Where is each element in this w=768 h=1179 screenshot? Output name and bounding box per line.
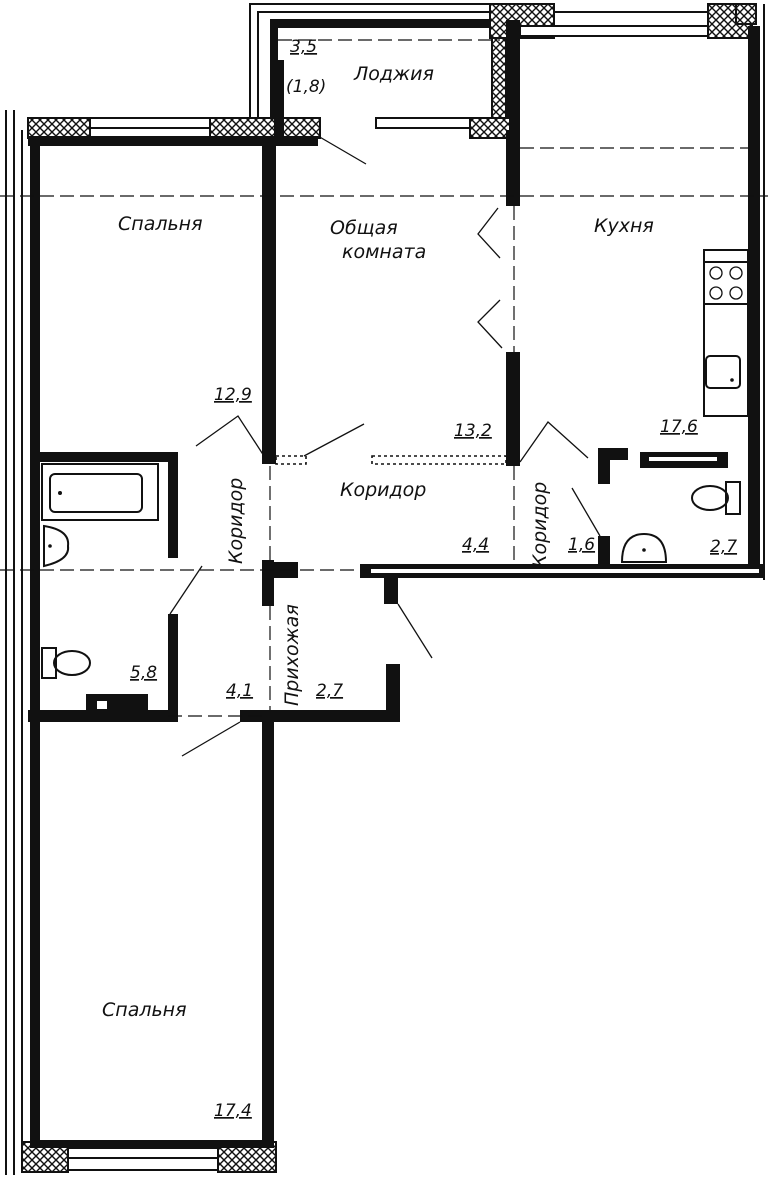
loggia-area-reduced: (1,8) bbox=[286, 77, 326, 97]
bedroom-bottom-label: Спальня bbox=[102, 999, 187, 1021]
loggia-label: Лоджия bbox=[353, 63, 434, 85]
bedroom-top-area: 12,9 bbox=[214, 385, 252, 405]
kitchen-label: Кухня bbox=[594, 215, 654, 237]
toilet-icon bbox=[41, 647, 91, 679]
corridor-right-label: Коридор bbox=[529, 482, 551, 568]
bathroom-area: 5,8 bbox=[130, 663, 157, 683]
corridor-left-label: Коридор bbox=[225, 478, 247, 564]
bathtub-icon bbox=[41, 463, 159, 521]
corridor-center-label: Коридор bbox=[340, 479, 426, 501]
loggia-area: 3,5 bbox=[290, 37, 317, 57]
hall-label: Прихожая bbox=[281, 604, 303, 706]
living-room-label-1: Общая bbox=[330, 217, 398, 239]
hall-area: 2,7 bbox=[316, 681, 343, 701]
left-exterior-lines bbox=[5, 110, 23, 1175]
dotted-openings bbox=[275, 455, 507, 465]
kitchen-area: 17,6 bbox=[660, 417, 698, 437]
bottom-exterior-wall bbox=[21, 1140, 277, 1173]
sink-icon bbox=[43, 524, 70, 568]
corridor-right-area: 1,6 bbox=[568, 535, 595, 555]
toilet-area: 2,7 bbox=[710, 537, 737, 557]
kitchen-walls bbox=[519, 3, 765, 580]
bedroom-top-label: Спальня bbox=[118, 213, 203, 235]
living-room-label-2: комната bbox=[342, 241, 426, 263]
kitchen-stove-icon bbox=[703, 249, 749, 417]
room-labels: 3,5 (1,8) Лоджия Спальня 12,9 Общая комн… bbox=[102, 37, 737, 1121]
door-swing-lines bbox=[169, 135, 601, 757]
top-exterior-wall bbox=[27, 60, 321, 146]
sink-icon-right bbox=[620, 532, 668, 563]
zone-lines bbox=[0, 39, 768, 717]
living-room-area: 13,2 bbox=[454, 421, 492, 441]
corridor-center-area: 4,4 bbox=[462, 535, 489, 555]
bedroom-bottom-area: 17,4 bbox=[214, 1101, 252, 1121]
interior-walls bbox=[28, 130, 764, 1146]
toilet-icon-right bbox=[691, 481, 741, 515]
hall-area-left: 4,1 bbox=[226, 681, 253, 701]
